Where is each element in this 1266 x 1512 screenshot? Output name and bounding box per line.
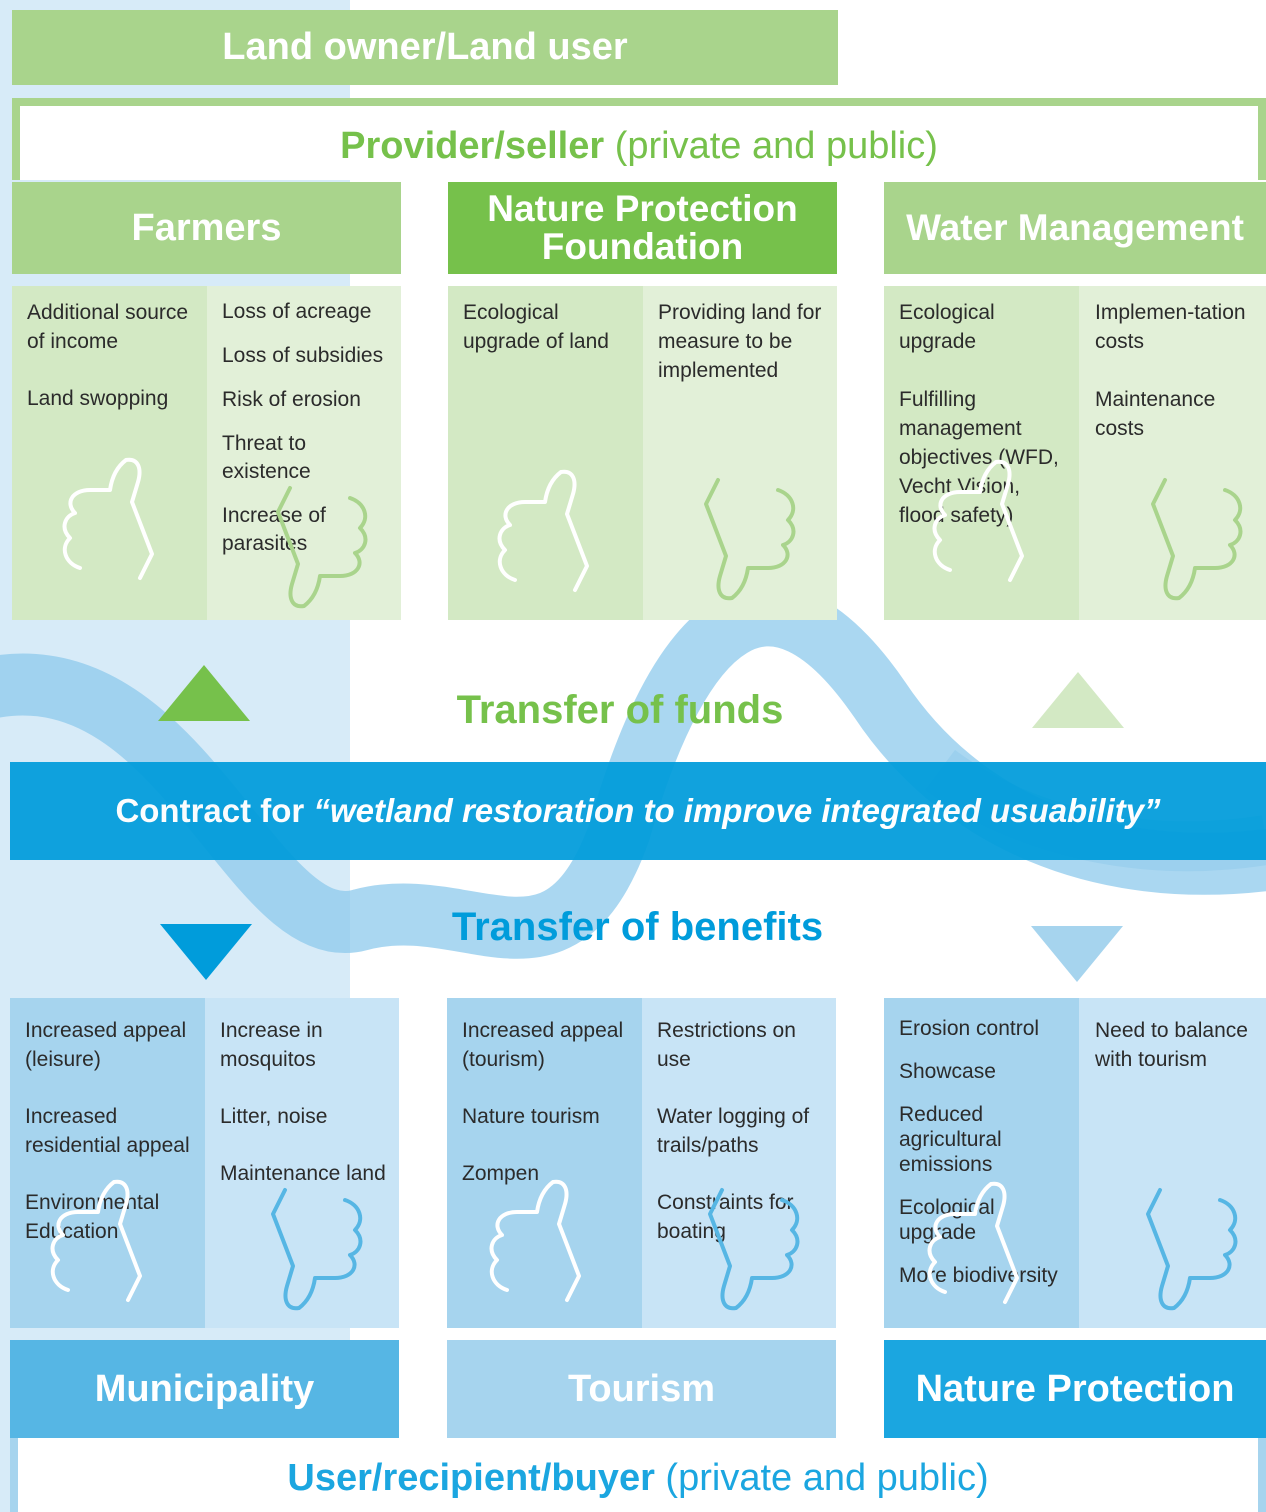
user-name-municipality: Municipality [94, 1368, 315, 1410]
thumbs-up-icon [50, 1179, 142, 1302]
thumbs-up-icon [62, 457, 154, 580]
municipality-con-3: Maintenance land [220, 1162, 386, 1185]
farmers-con-4: Threat to existence [222, 432, 311, 483]
thumbs-up-icon [927, 1181, 1019, 1304]
nature-protection-con-1: Need to balance with tourism [1095, 1019, 1248, 1071]
tourism-pro-2: Nature tourism [462, 1105, 600, 1128]
thumbs-down-icon [708, 1188, 800, 1311]
provider-title-rest: (private and public) [604, 124, 938, 167]
nature-protection-pro-3: Reduced agricultural emissions [899, 1103, 1002, 1176]
provider-title: Provider/seller (private and public) [12, 118, 1266, 174]
provider-header-farmers: Farmers [12, 182, 401, 274]
land-owner-label: Land owner/Land user [222, 26, 628, 68]
municipality-con-2: Litter, noise [220, 1105, 328, 1128]
contract-prefix: Contract for [115, 792, 314, 829]
user-footer-bold: User/recipient/buyer [287, 1456, 655, 1499]
nature-foundation-con-1: Providing land for measure to be impleme… [658, 301, 822, 382]
municipality-pros-panel: Increased appeal (leisure) Increased res… [10, 998, 205, 1328]
farmers-pro-1: Additional source of income [27, 301, 189, 353]
user-frame [10, 1438, 1266, 1512]
transfer-of-funds-label: Transfer of funds [456, 688, 784, 732]
nature-protection-pros-panel: Erosion control Showcase Reduced agricul… [884, 998, 1079, 1328]
contract-banner: Contract for “wetland restoration to imp… [10, 762, 1266, 860]
arrow-up-icon [1032, 672, 1124, 728]
thumbs-down-icon [704, 478, 796, 601]
tourism-pro-1: Increased appeal (tourism) [462, 1019, 624, 1071]
arrow-down-icon [1031, 926, 1123, 982]
provider-name-farmers: Farmers [131, 207, 282, 249]
land-owner-banner: Land owner/Land user [12, 10, 838, 85]
thumbs-up-icon [497, 469, 589, 592]
municipality-pro-1: Increased appeal (leisure) [25, 1019, 187, 1071]
thumbs-down-icon [1151, 478, 1243, 601]
provider-name-water-management: Water Management [906, 207, 1244, 248]
transfer-of-benefits-label: Transfer of benefits [451, 905, 824, 949]
user-header-tourism: Tourism [447, 1340, 836, 1438]
farmers-pros-panel: Additional source of income Land swoppin… [12, 286, 207, 620]
municipality-cons-panel: Increase in mosquitos Litter, noise Main… [205, 998, 399, 1328]
provider-title-bold: Provider/seller [340, 124, 605, 167]
tourism-con-1: Restrictions on use [657, 1019, 796, 1071]
provider-frame [12, 98, 1266, 180]
thumbs-down-icon [276, 486, 368, 609]
user-header-municipality: Municipality [10, 1340, 399, 1438]
nature-foundation-pro-1: Ecological upgrade of land [463, 301, 609, 353]
farmers-con-5: Increase of parasites [222, 504, 326, 555]
tourism-con-2: Water logging of trails/paths [657, 1105, 810, 1157]
contract-quote: “wetland restoration to improve integrat… [313, 792, 1161, 829]
nature-protection-pro-5: More biodiversity [899, 1264, 1058, 1287]
thumbs-down-icon [1146, 1188, 1238, 1311]
farmers-pro-2: Land swopping [27, 387, 169, 410]
arrow-down-icon [160, 924, 252, 980]
nature-foundation-cons-panel: Providing land for measure to be impleme… [643, 286, 837, 620]
nature-foundation-pros-panel: Ecological upgrade of land [448, 286, 643, 620]
water-management-pro-2: Fulfilling management objectives (WFD, V… [899, 388, 1059, 527]
user-footer-title: User/recipient/buyer (private and public… [10, 1448, 1266, 1508]
tourism-con-3: Constraints for boating [657, 1191, 794, 1243]
user-name-nature-protection: Nature Protection [915, 1368, 1235, 1410]
municipality-con-1: Increase in mosquitos [220, 1019, 323, 1071]
user-header-nature-protection: Nature Protection [884, 1340, 1266, 1438]
tourism-pros-panel: Increased appeal (tourism) Nature touris… [447, 998, 642, 1328]
thumbs-up-icon [932, 459, 1024, 582]
thumbs-down-icon [271, 1188, 363, 1311]
provider-header-nature-foundation: Nature Protection Foundation [448, 182, 837, 274]
nature-protection-cons-panel: Need to balance with tourism [1079, 998, 1266, 1328]
municipality-pro-2: Increased residential appeal [25, 1105, 190, 1157]
provider-header-water-management: Water Management [884, 182, 1266, 274]
water-management-pro-1: Ecological upgrade [899, 301, 995, 353]
water-management-con-1: Implemen-tation costs [1095, 301, 1246, 353]
farmers-con-3: Risk of erosion [222, 388, 361, 411]
arrow-up-icon [158, 665, 250, 721]
tourism-pro-3: Zompen [462, 1162, 540, 1185]
nature-protection-pro-1: Erosion control [899, 1017, 1040, 1040]
nature-protection-pro-2: Showcase [899, 1060, 996, 1083]
water-management-con-2: Maintenance costs [1095, 388, 1216, 440]
farmers-con-1: Loss of acreage [222, 300, 372, 323]
farmers-cons-panel: Loss of acreage Loss of subsidies Risk o… [207, 286, 401, 620]
tourism-cons-panel: Restrictions on use Water logging of tra… [642, 998, 836, 1328]
provider-name-nature-foundation: Nature Protection Foundation [487, 188, 798, 267]
water-management-pros-panel: Ecological upgrade Fulfilling management… [884, 286, 1079, 620]
user-footer-rest: (private and public) [654, 1456, 989, 1499]
thumbs-up-icon [489, 1179, 581, 1302]
user-name-tourism: Tourism [567, 1368, 716, 1410]
farmers-con-2: Loss of subsidies [222, 344, 384, 367]
